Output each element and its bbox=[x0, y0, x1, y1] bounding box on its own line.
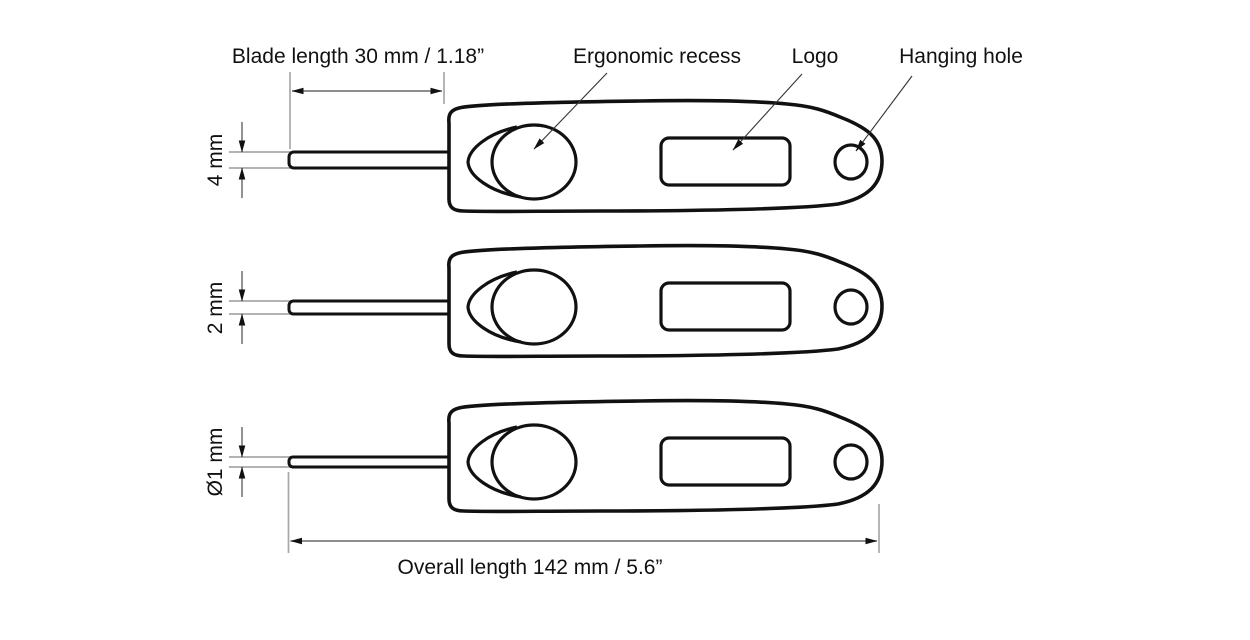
logo-label: Logo bbox=[792, 45, 839, 68]
blade-4mm bbox=[287, 150, 454, 170]
blade-size-label-4mm: 4 mm bbox=[204, 134, 227, 187]
tool-handle bbox=[447, 398, 884, 514]
blade-1mm bbox=[287, 455, 454, 469]
tool-handle bbox=[447, 98, 884, 214]
overall-length-label: Overall length 142 mm / 5.6” bbox=[398, 556, 663, 579]
overall-length-dimension: Overall length 142 mm / 5.6” bbox=[287, 472, 880, 579]
feature-callouts: Ergonomic recess Logo Hanging hole bbox=[533, 45, 1023, 152]
tool-row-2mm: 2 mm bbox=[204, 243, 884, 359]
hanging-hole-leader bbox=[855, 75, 913, 152]
tool-row-4mm: 4 mm bbox=[204, 98, 884, 214]
blade-size-label-2mm: 2 mm bbox=[204, 282, 227, 335]
ergonomic-recess-label: Ergonomic recess bbox=[573, 45, 741, 68]
blade-size-label-1mm: Ø1 mm bbox=[204, 428, 227, 497]
blade-length-dimension: Blade length 30 mm / 1.18” bbox=[232, 45, 484, 149]
tool-handle bbox=[447, 243, 884, 359]
logo-leader bbox=[732, 73, 803, 151]
ergonomic-recess-leader bbox=[533, 72, 608, 150]
blade-length-label: Blade length 30 mm / 1.18” bbox=[232, 45, 484, 68]
tool-row-1mm: Ø1 mm bbox=[204, 398, 884, 514]
blade-2mm bbox=[287, 299, 454, 316]
hanging-hole-label: Hanging hole bbox=[899, 45, 1023, 68]
